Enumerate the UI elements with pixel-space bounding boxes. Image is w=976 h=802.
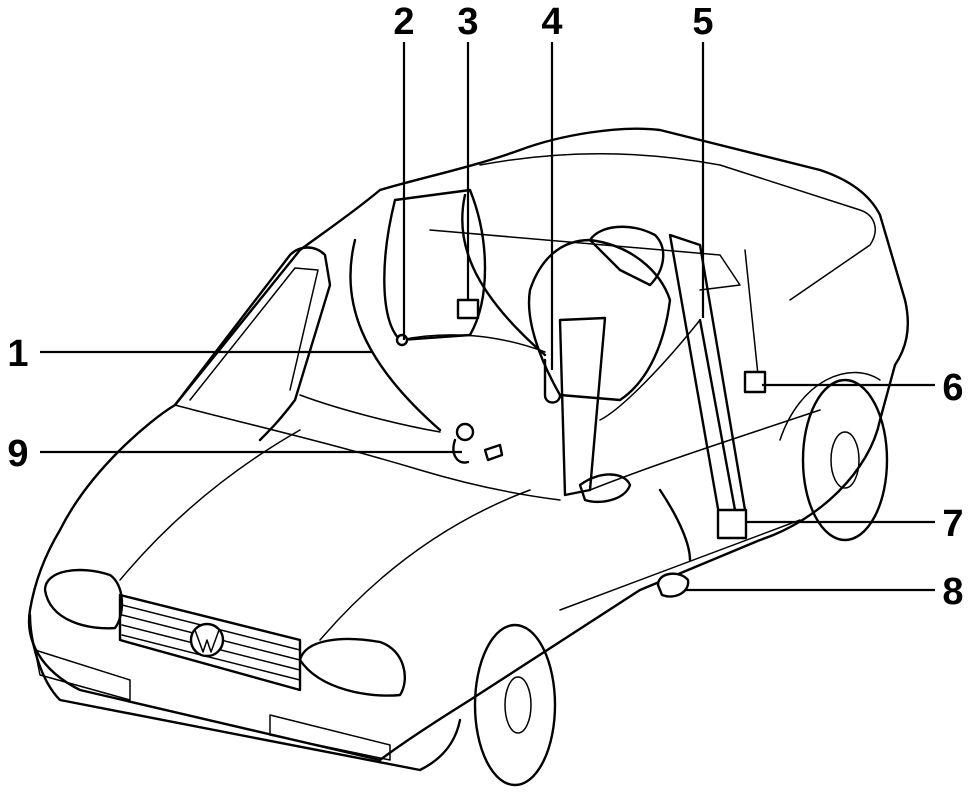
callout-4: 4: [541, 1, 562, 43]
callout-3: 3: [457, 1, 478, 43]
callout-1: 1: [7, 333, 28, 375]
rear-wheel-hub: [830, 431, 860, 489]
callout-labels: 1 2 3 4 5 6 7 8 9: [7, 1, 963, 613]
belt-lap-2: [399, 334, 546, 353]
door-sill: [559, 519, 801, 611]
car-body-outline: [27, 127, 909, 762]
front-seat-right: [527, 238, 672, 402]
car-illustration: [27, 127, 909, 787]
buckle-center: [483, 443, 504, 462]
anchor-8: [656, 572, 690, 598]
headlight-right: [298, 637, 407, 697]
grille: [118, 593, 302, 692]
rear-deck: [479, 153, 876, 301]
bumper-lower: [34, 649, 391, 761]
b-pillar: [668, 233, 747, 522]
retractor-6: [743, 370, 767, 394]
hood-crease-right: [319, 489, 531, 641]
belt-front-right: [698, 318, 737, 512]
callout-7: 7: [942, 503, 963, 545]
belt-front-left: [349, 238, 442, 432]
rear-seat: [429, 229, 741, 291]
hood-line: [174, 404, 561, 501]
badge-logo-mark: [194, 629, 220, 653]
callout-6: 6: [942, 367, 963, 409]
buckle-9: [452, 438, 470, 464]
headrest-right: [588, 225, 665, 287]
belt-rear-right: [744, 249, 759, 376]
headlight-left: [43, 568, 124, 630]
front-wheel-hub: [504, 676, 532, 734]
callout-9: 9: [7, 433, 28, 475]
leader-lines: [40, 42, 935, 592]
callout-8: 8: [942, 571, 963, 613]
belt-rear-center: [461, 193, 547, 357]
callout-5: 5: [692, 1, 713, 43]
belt-buckle-3: [456, 298, 480, 320]
windshield-frame: [173, 246, 332, 442]
belt-front-right-cross: [599, 319, 701, 421]
front-bumper: [28, 613, 462, 772]
callout-2: 2: [393, 1, 414, 43]
front-wheel: [473, 623, 557, 787]
rear-wheel: [801, 378, 889, 542]
rear-fender: [779, 371, 881, 441]
side-mirror: [578, 473, 632, 504]
retractor-7: [716, 508, 748, 540]
hood-crease-left: [119, 429, 301, 581]
belt-lower-8: [658, 488, 692, 562]
windshield-inner: [189, 267, 319, 401]
anchor-2: [395, 333, 409, 347]
roll-bar: [558, 316, 607, 497]
door-line: [589, 409, 821, 491]
buckle-9-head: [455, 422, 475, 442]
belt-front-left-lap: [299, 394, 441, 433]
buckle-4: [543, 358, 562, 404]
